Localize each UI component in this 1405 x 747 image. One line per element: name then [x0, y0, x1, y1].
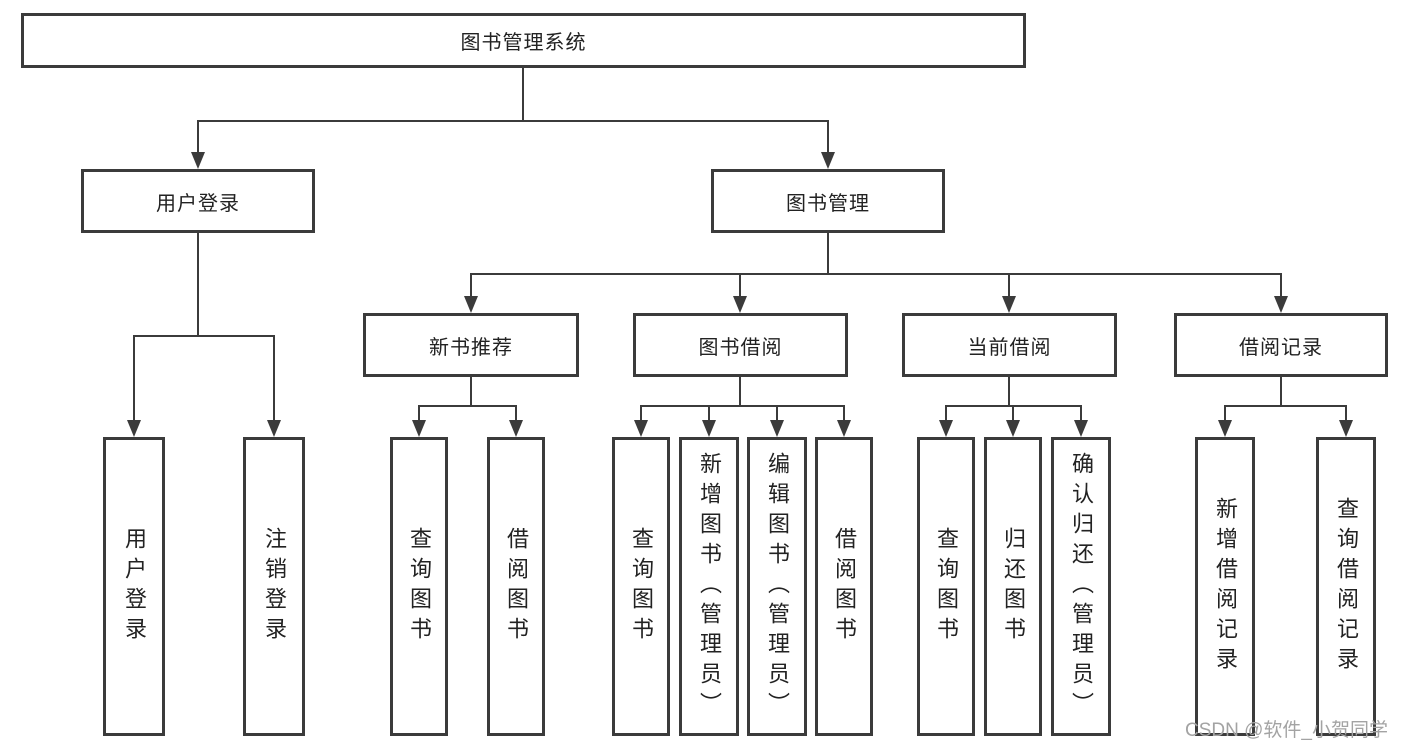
node-book-borrow: 图书借阅 [633, 313, 848, 377]
connector-l2-bar [470, 273, 1282, 275]
connector-drop-br-query [1345, 405, 1347, 420]
connector-drop-current-borrow [1008, 273, 1010, 296]
connector-drop-bb-borrow [843, 405, 845, 420]
connector-root-stem [522, 68, 524, 120]
node-book-borrow-label: 图书借阅 [698, 336, 783, 359]
arrowhead-bb-add [702, 420, 716, 437]
node-leaf-rec-borrow: 借阅图书 [487, 437, 545, 736]
node-new-book-rec: 新书推荐 [363, 313, 579, 377]
node-root-label: 图书管理系统 [460, 32, 587, 54]
connector-drop-cb-confirm [1080, 405, 1082, 420]
connector-drop-book-borrow [739, 273, 741, 296]
node-leaf-cb-confirm: 确认归还（管理员） [1051, 437, 1111, 736]
node-leaf-cb-return-label: 归还图书 [1001, 526, 1026, 647]
connector-new-book-rec-bar [418, 405, 517, 407]
connector-drop-cb-return [1012, 405, 1014, 420]
node-current-borrow: 当前借阅 [902, 313, 1117, 377]
connector-drop-bb-add [708, 405, 710, 420]
node-book-mgmt: 图书管理 [711, 169, 945, 233]
node-leaf-cb-confirm-label: 确认归还（管理员） [1069, 451, 1094, 722]
connector-drop-rec-borrow [515, 405, 517, 420]
connector-drop-cb-query [945, 405, 947, 420]
arrowhead-bb-edit [770, 420, 784, 437]
connector-drop-leaf-user-login [133, 335, 135, 420]
node-borrow-record: 借阅记录 [1174, 313, 1388, 377]
connector-drop-book-mgmt [827, 120, 829, 152]
arrowhead-rec-query [412, 420, 426, 437]
arrowhead-rec-borrow [509, 420, 523, 437]
node-leaf-cb-query-label: 查询图书 [934, 526, 959, 647]
node-leaf-bb-add-label: 新增图书（管理员） [697, 451, 722, 722]
arrowhead-cb-confirm [1074, 420, 1088, 437]
arrowhead-br-query [1339, 420, 1353, 437]
connector-drop-rec-query [418, 405, 420, 420]
node-leaf-user-login-label: 用户登录 [122, 526, 147, 647]
connector-book-mgmt-stem [827, 233, 829, 273]
node-leaf-bb-borrow-label: 借阅图书 [832, 526, 857, 647]
node-leaf-rec-query: 查询图书 [390, 437, 448, 736]
node-leaf-cb-return: 归还图书 [984, 437, 1042, 736]
node-leaf-bb-borrow: 借阅图书 [815, 437, 873, 736]
csdn-watermark: CSDN @软件_小贺同学 [1185, 720, 1388, 741]
arrowhead-user-login [191, 152, 205, 169]
node-leaf-rec-borrow-label: 借阅图书 [504, 526, 529, 647]
connector-l1-bar [197, 120, 829, 122]
arrowhead-cb-return [1006, 420, 1020, 437]
node-leaf-br-query: 查询借阅记录 [1316, 437, 1376, 736]
node-leaf-br-add-label: 新增借阅记录 [1213, 496, 1238, 677]
node-leaf-logout: 注销登录 [243, 437, 305, 736]
node-leaf-user-login: 用户登录 [103, 437, 165, 736]
arrowhead-book-borrow [733, 296, 747, 313]
node-user-login: 用户登录 [81, 169, 315, 233]
connector-current-borrow-stem [1008, 377, 1010, 405]
node-leaf-bb-edit: 编辑图书（管理员） [747, 437, 807, 736]
node-new-book-rec-label: 新书推荐 [429, 336, 513, 359]
arrowhead-borrow-record [1274, 296, 1288, 313]
connector-drop-user-login [197, 120, 199, 152]
node-current-borrow-label: 当前借阅 [967, 336, 1052, 359]
connector-drop-leaf-logout [273, 335, 275, 420]
arrowhead-bb-query [634, 420, 648, 437]
connector-user-login-stem [197, 233, 199, 335]
node-leaf-bb-query-label: 查询图书 [629, 526, 654, 647]
connector-borrow-record-stem [1280, 377, 1282, 405]
arrowhead-current-borrow [1002, 296, 1016, 313]
node-user-login-label: 用户登录 [156, 192, 240, 215]
connector-book-borrow-stem [739, 377, 741, 405]
connector-drop-new-book-rec [470, 273, 472, 296]
node-book-mgmt-label: 图书管理 [786, 192, 870, 215]
node-leaf-rec-query-label: 查询图书 [407, 526, 432, 647]
connector-drop-bb-edit [776, 405, 778, 420]
arrowhead-book-mgmt [821, 152, 835, 169]
connector-drop-borrow-record [1280, 273, 1282, 296]
node-leaf-bb-add: 新增图书（管理员） [679, 437, 739, 736]
connector-new-book-rec-stem [470, 377, 472, 405]
connector-user-login-bar [133, 335, 275, 337]
arrowhead-new-book-rec [464, 296, 478, 313]
node-leaf-logout-label: 注销登录 [262, 526, 287, 647]
node-leaf-br-query-label: 查询借阅记录 [1334, 496, 1359, 677]
node-leaf-br-add: 新增借阅记录 [1195, 437, 1255, 736]
connector-borrow-record-bar [1224, 405, 1347, 407]
arrowhead-cb-query [939, 420, 953, 437]
arrowhead-br-add [1218, 420, 1232, 437]
node-leaf-cb-query: 查询图书 [917, 437, 975, 736]
arrowhead-bb-borrow [837, 420, 851, 437]
arrowhead-leaf-logout [267, 420, 281, 437]
node-root: 图书管理系统 [21, 13, 1026, 68]
node-leaf-bb-query: 查询图书 [612, 437, 670, 736]
node-leaf-bb-edit-label: 编辑图书（管理员） [765, 451, 790, 722]
node-borrow-record-label: 借阅记录 [1239, 336, 1323, 359]
arrowhead-leaf-user-login [127, 420, 141, 437]
connector-drop-bb-query [640, 405, 642, 420]
connector-drop-br-add [1224, 405, 1226, 420]
connector-book-borrow-bar [640, 405, 845, 407]
